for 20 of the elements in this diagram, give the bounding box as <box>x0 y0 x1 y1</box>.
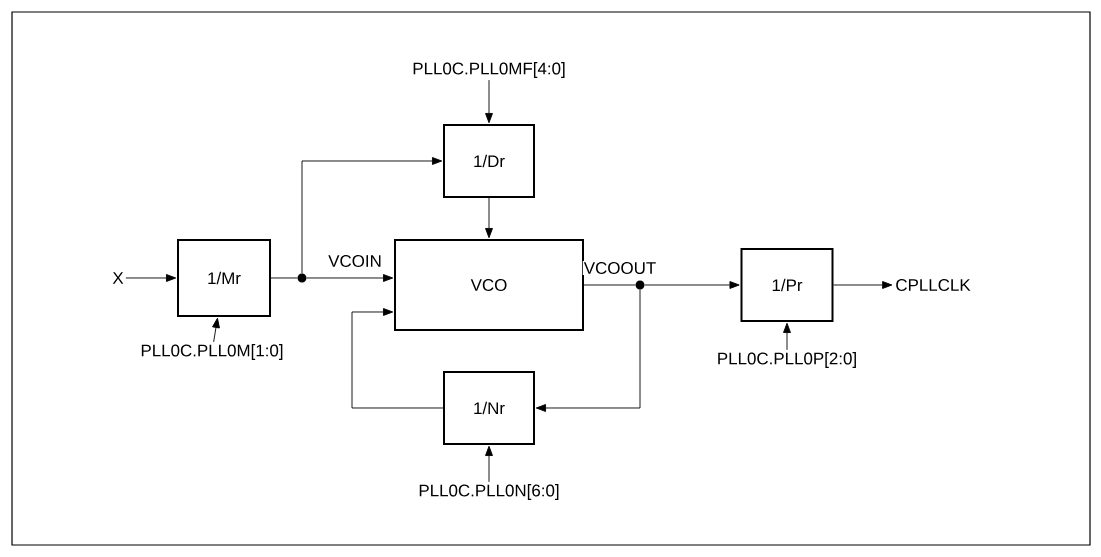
arrow <box>212 317 220 343</box>
arrow <box>485 79 493 124</box>
arrow <box>306 274 394 282</box>
arrow <box>644 281 740 289</box>
arrow <box>485 197 493 239</box>
arrow <box>535 289 641 412</box>
arrow <box>351 308 444 409</box>
edge-label: VCOIN <box>327 254 383 268</box>
arrow <box>783 322 791 351</box>
signal-label: PLL0C.PLL0MF[4:0] <box>413 62 565 78</box>
arrow <box>485 445 493 483</box>
signal-label: PLL0C.PLL0N[6:0] <box>419 484 559 500</box>
arrow <box>125 274 177 282</box>
arrow <box>301 157 443 274</box>
signal-label: PLL0C.PLL0P[2:0] <box>718 352 856 368</box>
signal-label: X <box>112 272 124 284</box>
edge-label: VCOOUT <box>582 261 658 275</box>
signal-label: CPLLCLK <box>896 279 971 291</box>
arrow <box>833 281 893 289</box>
signal-label: PLL0C.PLL0M[1:0] <box>141 344 283 360</box>
